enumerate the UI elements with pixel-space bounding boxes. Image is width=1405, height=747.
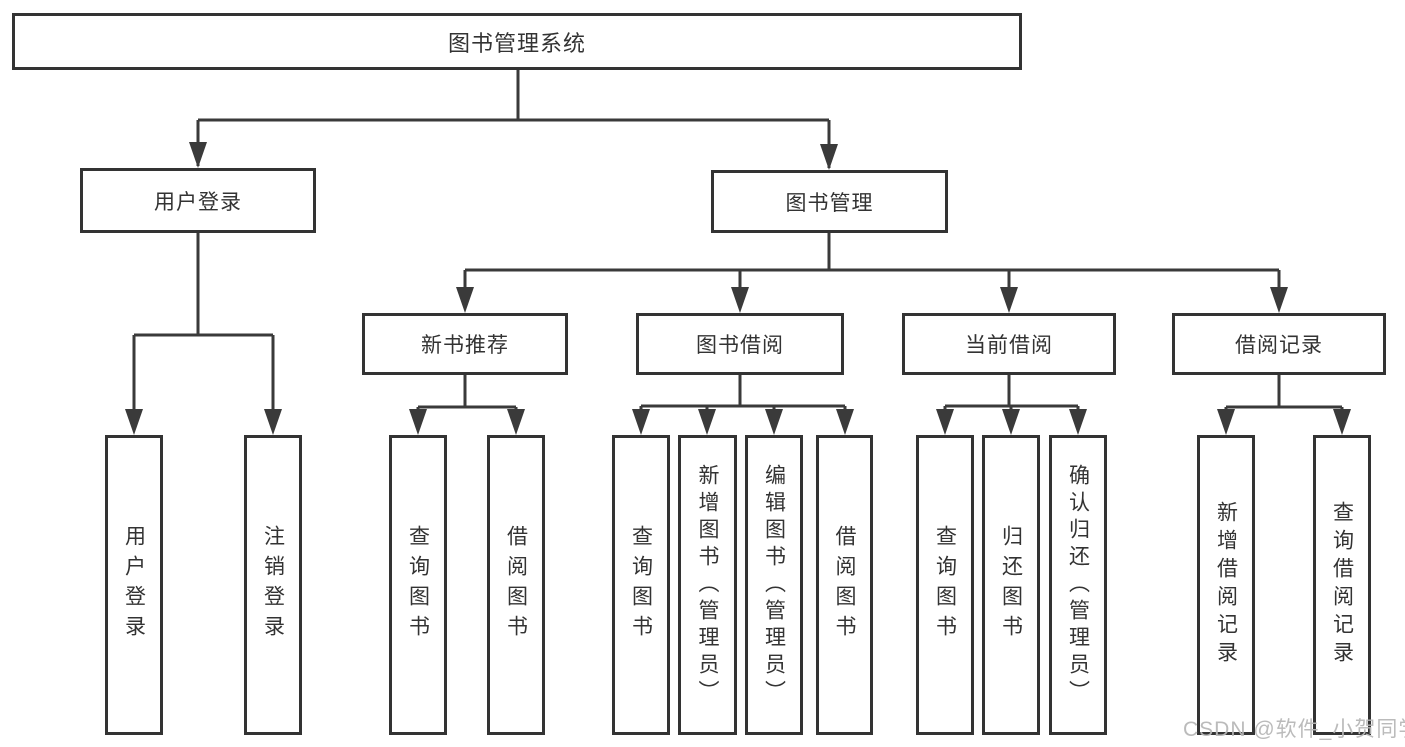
leaf-edit-books-admin: 编辑图书（管理员）	[745, 435, 803, 735]
leaf-return-books: 归还图书	[982, 435, 1040, 735]
node-new-book-recommendation: 新书推荐	[362, 313, 568, 375]
node-label: 新书推荐	[421, 334, 509, 357]
leaf-label: 确认归还（管理员）	[1066, 463, 1090, 707]
leaf-logout: 注销登录	[244, 435, 302, 735]
leaf-borrow-books-recommend: 借阅图书	[487, 435, 545, 735]
leaf-borrow-books-borrowing: 借阅图书	[816, 435, 873, 735]
leaf-confirm-return-admin: 确认归还（管理员）	[1049, 435, 1107, 735]
leaf-label: 借阅图书	[833, 525, 856, 645]
leaf-user-login: 用户登录	[105, 435, 163, 735]
leaf-add-borrow-record: 新增借阅记录	[1197, 435, 1255, 735]
leaf-query-books-borrowing: 查询图书	[612, 435, 670, 735]
leaf-label: 借阅图书	[504, 525, 528, 645]
leaf-query-books-recommend: 查询图书	[389, 435, 447, 735]
node-label: 图书管理系统	[447, 30, 586, 56]
leaf-label: 编辑图书（管理员）	[762, 463, 786, 707]
node-label: 图书借阅	[696, 334, 784, 357]
leaf-label: 查询图书	[933, 525, 957, 645]
leaf-label: 新增借阅记录	[1214, 501, 1238, 669]
leaf-label: 归还图书	[999, 525, 1023, 645]
leaf-label: 注销登录	[261, 525, 285, 645]
node-user-login: 用户登录	[80, 168, 316, 233]
node-label: 借阅记录	[1235, 334, 1323, 357]
leaf-query-borrow-record: 查询借阅记录	[1313, 435, 1371, 735]
node-book-management: 图书管理	[711, 170, 948, 233]
node-book-borrowing: 图书借阅	[636, 313, 844, 375]
watermark: CSDN @软件_小贺同学	[1183, 718, 1405, 741]
node-borrowing-records: 借阅记录	[1172, 313, 1386, 375]
leaf-query-books-current: 查询图书	[916, 435, 974, 735]
node-current-borrowing: 当前借阅	[902, 313, 1116, 375]
node-label: 图书管理	[785, 191, 874, 215]
leaf-label: 新增图书（管理员）	[696, 463, 719, 707]
node-library-management-system: 图书管理系统	[12, 13, 1022, 70]
leaf-label: 查询图书	[406, 525, 430, 645]
leaf-label: 查询图书	[629, 525, 653, 645]
arrowheads	[125, 142, 1351, 435]
leaf-label: 用户登录	[122, 525, 146, 645]
node-label: 用户登录	[154, 190, 242, 214]
leaf-add-books-admin: 新增图书（管理员）	[678, 435, 737, 735]
node-label: 当前借阅	[965, 334, 1053, 357]
leaf-label: 查询借阅记录	[1330, 501, 1354, 669]
